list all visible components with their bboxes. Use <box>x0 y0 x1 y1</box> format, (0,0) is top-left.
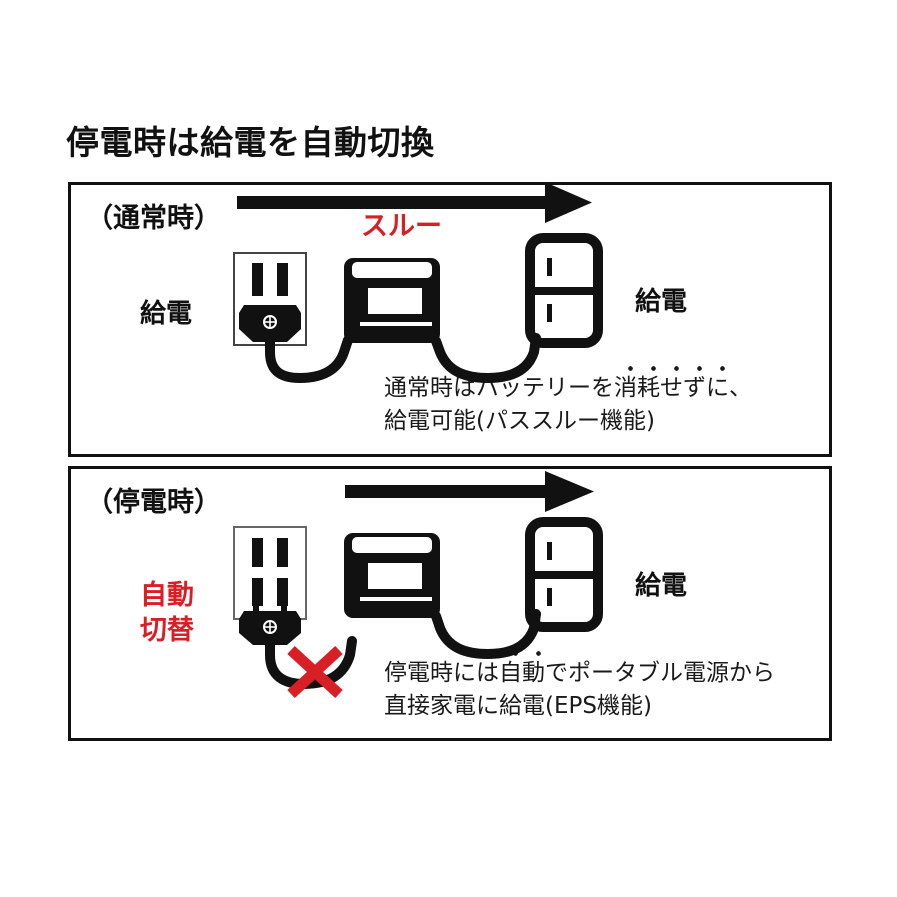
auto-switch-line2: 切替 <box>140 615 194 647</box>
panel-normal-caption: 通常時はバッテリーを消耗せずに、 給電可能(パススルー機能) <box>384 372 752 437</box>
panel-normal-through-note: スルー <box>361 211 442 242</box>
caption-outage-line2: 直接家電に給電(EPS機能) <box>384 692 652 719</box>
caption-outage-line1-post: でポータブル電源から <box>545 660 775 686</box>
panel-outage-label: （停電時） <box>86 487 221 518</box>
panel-outage-target-label: 給電 <box>635 571 688 601</box>
caption-outage-line1-pre: 停電時には <box>384 660 499 686</box>
page-title: 停電時は給電を自動切換 <box>66 123 435 162</box>
caption-normal-line1-post: 、 <box>729 375 752 401</box>
panel-outage-operation <box>68 466 832 741</box>
panel-normal-target-label: 給電 <box>635 287 688 317</box>
panel-normal-operation <box>68 182 832 457</box>
panel-normal-label: （通常時） <box>86 203 221 234</box>
caption-normal-line1-emphasis: 消耗せずに <box>614 375 729 401</box>
auto-switch-line1: 自動 <box>140 580 194 611</box>
caption-outage-line1-emphasis: 自動 <box>499 660 545 686</box>
panel-normal-source-label: 給電 <box>140 299 193 329</box>
caption-normal-line1-pre: 通常時はバッテリーを <box>384 375 614 401</box>
panel-outage-auto-switch-note: 自動 切替 <box>140 578 194 648</box>
caption-normal-line2: 給電可能(パススルー機能) <box>384 407 655 434</box>
panel-outage-caption: 停電時には自動でポータブル電源から 直接家電に給電(EPS機能) <box>384 657 775 722</box>
